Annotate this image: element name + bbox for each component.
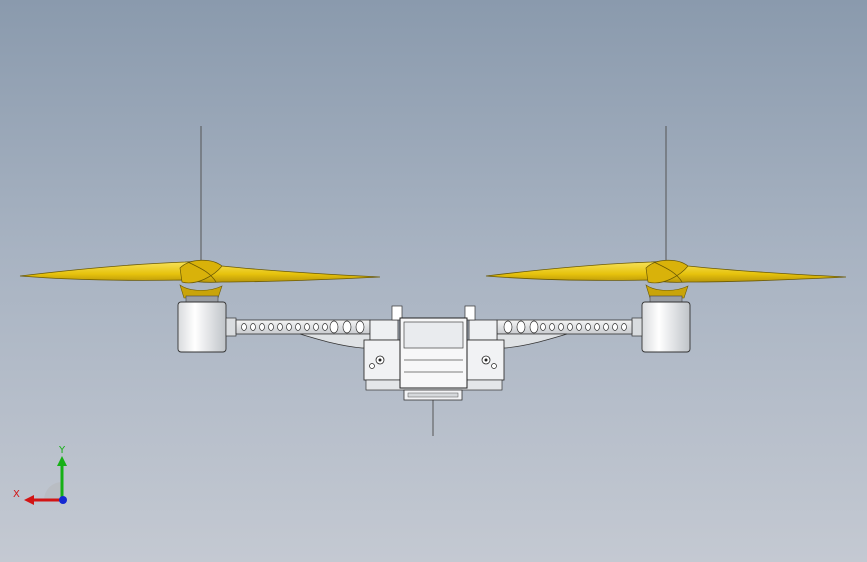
arm-hole (304, 323, 310, 331)
arm-hole (558, 323, 564, 331)
arm-hole (286, 323, 292, 331)
center-body[interactable] (363, 305, 505, 391)
arm-hole (594, 323, 600, 331)
arm-hole (342, 320, 352, 334)
right-arm-holes (503, 320, 627, 334)
arm-hole (295, 323, 301, 331)
left-motor[interactable] (177, 295, 227, 353)
arm-hole (567, 323, 573, 331)
orientation-triad: Y X (13, 445, 67, 505)
y-axis-label: Y (58, 445, 66, 456)
arm-hole (621, 323, 627, 331)
arm-hole (540, 323, 546, 331)
right-propeller[interactable] (485, 259, 847, 299)
right-motor[interactable] (641, 295, 691, 353)
z-axis-dot (59, 496, 67, 504)
arm-hole (576, 323, 582, 331)
arm-hole (355, 320, 365, 334)
left-arm[interactable] (225, 317, 371, 349)
arm-hole (529, 320, 539, 334)
x-axis-arrowhead (24, 495, 34, 505)
x-axis-label: X (13, 489, 20, 500)
arm-hole (329, 320, 339, 334)
arm-hole (277, 323, 283, 331)
arm-hole (241, 323, 247, 331)
arm-hole (259, 323, 265, 331)
left-arm-holes (241, 320, 365, 334)
right-arm[interactable] (496, 317, 643, 349)
arm-hole (549, 323, 555, 331)
y-axis-arrowhead (57, 456, 67, 466)
bottom-mount[interactable] (403, 389, 463, 401)
arm-hole (612, 323, 618, 331)
arm-hole (503, 320, 513, 334)
arm-hole (603, 323, 609, 331)
arm-hole (516, 320, 526, 334)
arm-hole (322, 323, 328, 331)
arm-hole (268, 323, 274, 331)
arm-hole (585, 323, 591, 331)
left-propeller[interactable] (19, 259, 381, 299)
arm-hole (313, 323, 319, 331)
arm-hole (250, 323, 256, 331)
